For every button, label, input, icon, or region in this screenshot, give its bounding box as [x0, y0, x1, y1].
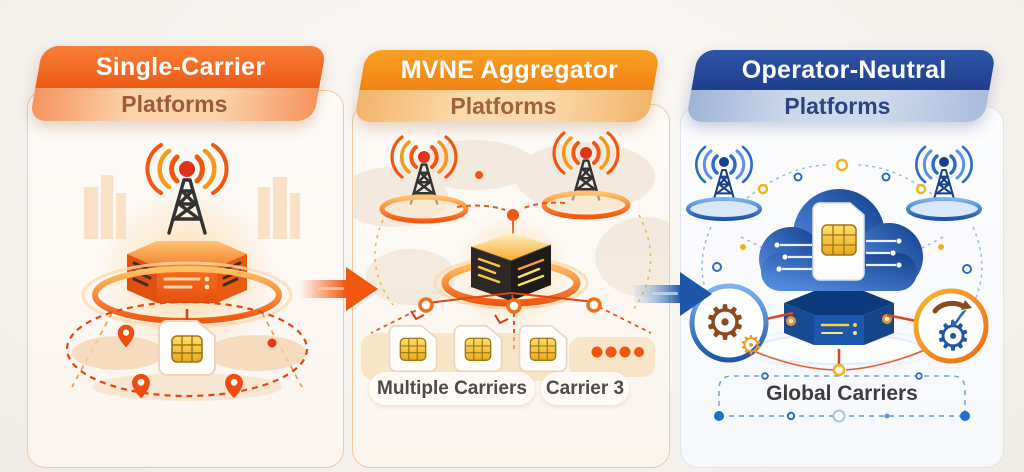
sim-card-icon: [518, 324, 568, 373]
panel-title: Operator-Neutral: [691, 50, 997, 90]
map-dot: [267, 338, 277, 348]
antenna-dot: [939, 157, 949, 167]
sim-card-icon: [812, 202, 865, 281]
network-links: [750, 311, 933, 371]
panel-mvne-aggregator: Multiple Carriers Carrier 3: [352, 104, 670, 468]
arrow-right-icon: [300, 267, 378, 311]
panel-subtitle: Platforms: [353, 90, 654, 122]
global-carriers-box: [714, 372, 970, 423]
svg-text:✓: ✓: [946, 302, 971, 337]
antenna-dot: [179, 161, 195, 177]
svg-text:⚙: ⚙: [703, 295, 746, 351]
panel-operator-neutral: ⚙ ⚙ ⚙ ✓ Global Carriers: [680, 106, 1004, 468]
operator-neutral-illustration: ⚙ ⚙ ⚙ ✓: [686, 145, 989, 423]
node-dot: [475, 171, 483, 179]
antenna-dot: [719, 157, 729, 167]
mvne-aggregator-illustration: [353, 131, 669, 381]
panel-title: Single-Carrier: [35, 46, 327, 88]
sim-card-icon: [453, 324, 503, 373]
label-text: Multiple Carriers: [377, 377, 527, 399]
label-global-carriers: Global Carriers: [719, 377, 965, 411]
label-text: Global Carriers: [766, 382, 918, 405]
sim-card-icon: [158, 320, 216, 376]
panel-subtitle: Platforms: [685, 90, 990, 122]
signal-waves-icon: [695, 145, 973, 184]
svg-text:⚙: ⚙: [739, 331, 762, 361]
antenna-dot: [418, 151, 430, 163]
svg-text:⚙: ⚙: [935, 314, 971, 360]
label-text: Carrier 3: [545, 377, 625, 399]
network-links: [370, 292, 652, 352]
panel-header-operator-neutral: Operator-Neutral Platforms: [685, 50, 997, 122]
node-ring: [832, 363, 846, 377]
signal-waves-icon: [145, 143, 229, 195]
panel-header-single-carrier: Single-Carrier Platforms: [29, 46, 327, 121]
city-skyline: [84, 175, 300, 239]
antenna-dot: [580, 147, 592, 159]
panel-single-carrier: [27, 90, 344, 468]
label-carrier-3: Carrier 3: [541, 372, 629, 405]
label-multiple-carriers: Multiple Carriers: [369, 372, 535, 405]
tower-ring: [379, 194, 469, 224]
node-ring: [586, 297, 602, 313]
dashed-orbit: [65, 300, 309, 398]
arrow-right-icon: [634, 272, 712, 316]
sim-card-icon: [388, 324, 438, 373]
panel-title: MVNE Aggregator: [359, 50, 661, 90]
tower-ring: [541, 190, 631, 220]
network-nodes: [712, 158, 972, 274]
tower-platform: [906, 197, 982, 221]
signal-waves-icon: [390, 131, 620, 179]
gear-check-icon: ⚙ ✓: [913, 288, 989, 364]
ellipsis-dots-icon: [591, 346, 644, 358]
hexagon-server-icon: [784, 291, 894, 345]
tower-platform: [686, 197, 762, 221]
panel-header-mvne-aggregator: MVNE Aggregator Platforms: [353, 50, 661, 122]
single-carrier-illustration: [65, 143, 309, 401]
aggregator-hub-icon: [470, 233, 552, 301]
panel-subtitle: Platforms: [29, 88, 320, 121]
node-ring: [506, 298, 522, 314]
gears-icon: ⚙ ⚙: [689, 283, 769, 363]
node-ring: [418, 297, 434, 313]
